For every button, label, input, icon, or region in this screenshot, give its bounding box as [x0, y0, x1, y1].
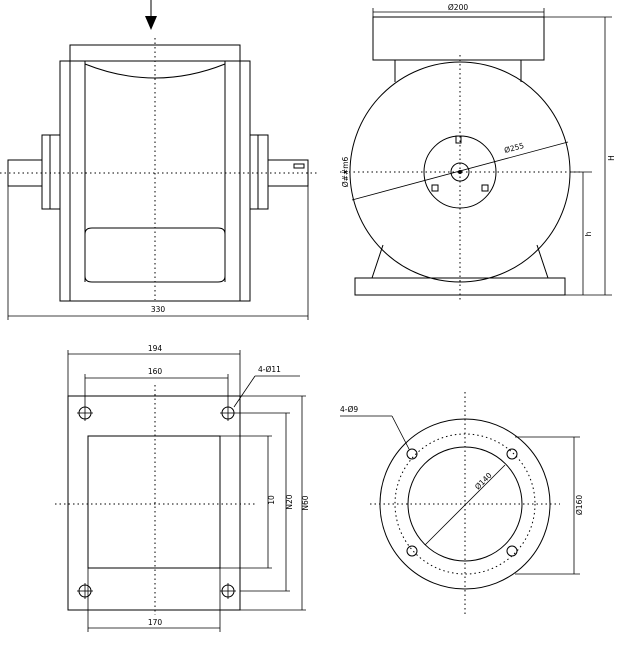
- base-bolt-holes: [77, 405, 236, 599]
- side-feet: [354, 244, 566, 296]
- holes-9-callout: 4-Ø9: [340, 405, 410, 450]
- dim-shaft-text: Ø##m6: [341, 157, 350, 188]
- dim-flange-height-text: Ø160: [575, 495, 584, 515]
- load-arrow: [145, 0, 157, 30]
- base-view: 194 160 170 4-Ø11 10: [55, 344, 310, 632]
- holes-11-text: 4-Ø11: [258, 365, 281, 374]
- flange-view: Ø140 4-Ø9 Ø160: [340, 392, 584, 615]
- dim-flange-height: Ø160: [515, 436, 584, 575]
- dim-v3-text: N60: [301, 495, 310, 510]
- dim-200-text: Ø200: [448, 3, 468, 12]
- flange-bolt-holes: [406, 448, 518, 557]
- dim-170-text: 170: [148, 618, 163, 627]
- dim-330: 330: [7, 186, 309, 320]
- dim-194: 194: [67, 344, 241, 396]
- side-view: Ø200 Ø255 Ø##m6 H: [340, 3, 616, 300]
- dim-v1-text: 10: [267, 495, 276, 505]
- left-shaft: [7, 134, 61, 210]
- base-right-dims: 10 N20 N60: [220, 395, 310, 611]
- base-plate: [67, 395, 241, 611]
- front-drum: [84, 61, 226, 283]
- dim-160: 160: [84, 367, 229, 405]
- dim-h: h: [570, 171, 593, 295]
- dim-v2-text: N20: [285, 494, 294, 509]
- right-shaft: [249, 134, 309, 210]
- dim-H: H: [544, 16, 616, 296]
- dim-H-text: H: [607, 155, 616, 161]
- dim-194-text: 194: [148, 344, 163, 353]
- dim-330-text: 330: [151, 305, 166, 314]
- dim-h-text: h: [584, 231, 593, 236]
- dim-160-text: 160: [148, 367, 163, 376]
- holes-9-text: 4-Ø9: [340, 405, 358, 414]
- dim-200: Ø200: [372, 3, 545, 17]
- holes-11-callout: 4-Ø11: [233, 365, 300, 408]
- dim-170: 170: [87, 568, 221, 632]
- front-view: 330: [0, 0, 318, 320]
- dim-140-text: Ø140: [473, 471, 494, 492]
- side-top-block: [372, 16, 545, 61]
- base-inner: [87, 435, 221, 569]
- dim-255-text: Ø255: [503, 141, 525, 155]
